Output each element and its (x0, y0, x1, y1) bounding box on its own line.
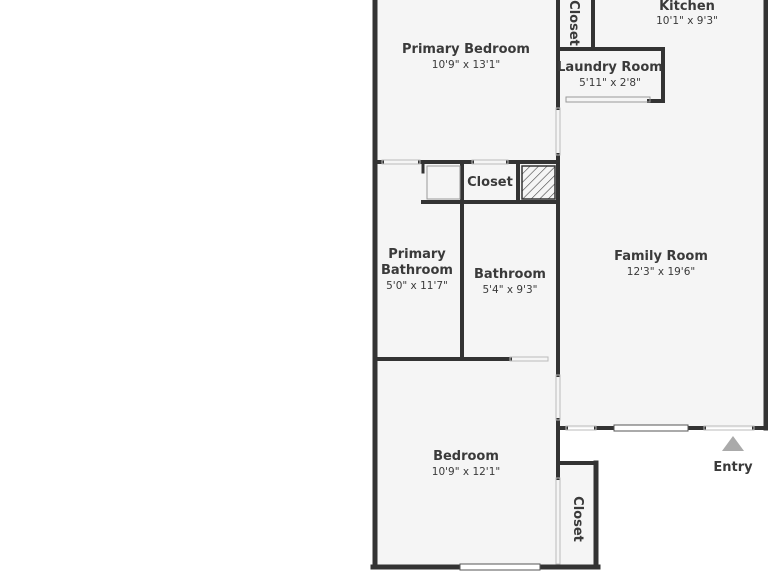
entry-arrow-icon (722, 436, 744, 451)
hatched-chase (521, 165, 556, 200)
floor-bottom-closet (558, 463, 596, 567)
kitchen-dim: 10'1" x 9'3" (656, 15, 718, 27)
closet-top-label: Closet (566, 0, 581, 46)
bedroom-dim: 10'9" x 12'1" (432, 466, 500, 478)
kitchen-name: Kitchen (659, 0, 715, 14)
bedroom-name: Bedroom (433, 449, 499, 464)
bathroom-name: Bathroom (474, 267, 546, 282)
family-room-dim: 12'3" x 19'6" (627, 266, 695, 278)
entry-label: Entry (713, 460, 753, 475)
primary-bathroom-name-1: Primary (388, 247, 446, 262)
primary-bathroom-dim: 5'0" x 11'7" (386, 280, 448, 292)
laundry-room-name: Laundry Room (557, 60, 663, 75)
family-room-name: Family Room (614, 249, 708, 264)
primary-bathroom-name-2: Bathroom (381, 263, 453, 278)
floor-left-wing (375, 0, 558, 567)
bathroom-dim: 5'4" x 9'3" (482, 284, 537, 296)
primary-bedroom-dim: 10'9" x 13'1" (432, 59, 500, 71)
closet-bottom-label: Closet (570, 496, 585, 542)
walls (370, 0, 768, 570)
laundry-room-dim: 5'11" x 2'8" (579, 77, 641, 89)
closet-mid-label: Closet (467, 175, 513, 190)
closet-mid-outline (426, 165, 461, 200)
primary-bedroom-name: Primary Bedroom (402, 42, 530, 57)
windows (381, 96, 755, 571)
